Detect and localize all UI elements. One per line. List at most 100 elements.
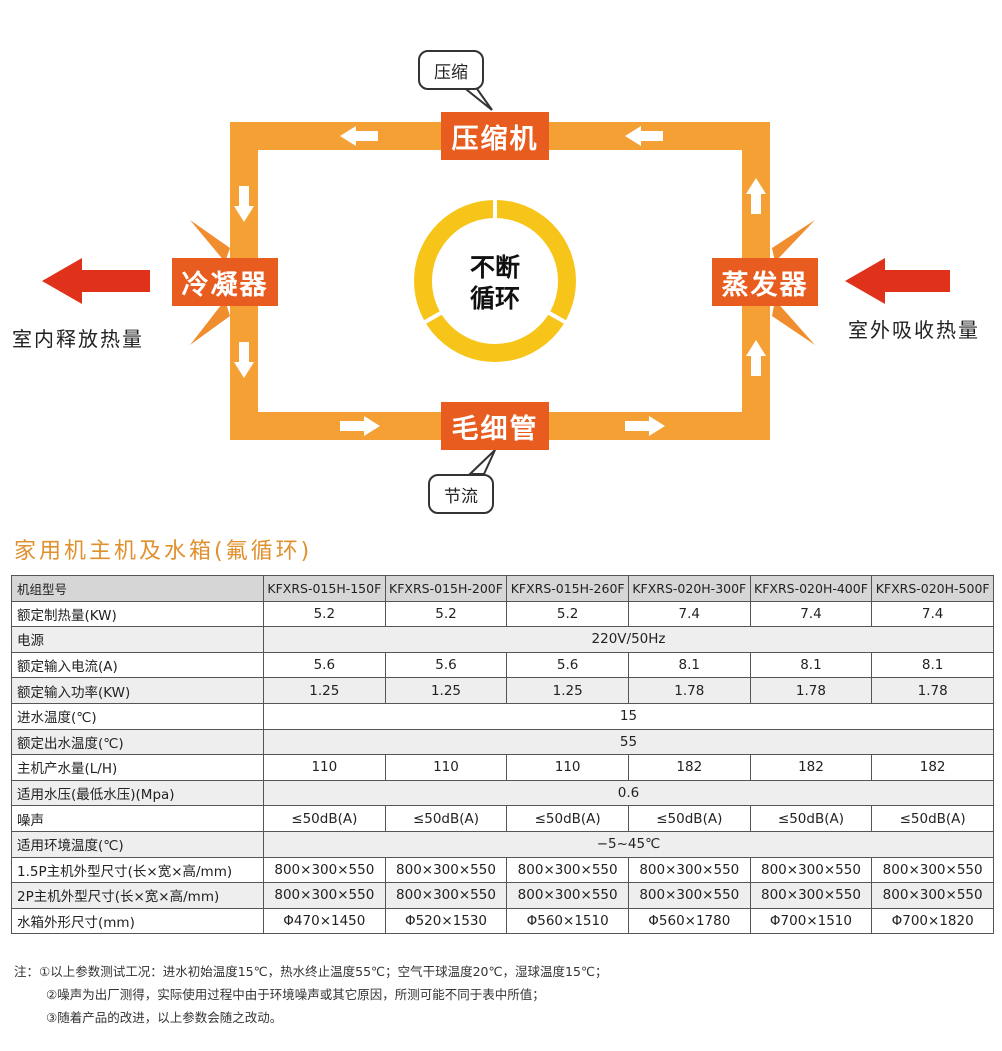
row-value: 800×300×550 [871, 856, 994, 884]
throttling-bubble: 节流 [428, 474, 494, 514]
row-span-value: 220V/50Hz [263, 626, 994, 653]
row-value: ≤50dB(A) [749, 805, 873, 832]
row-value: 182 [749, 754, 873, 781]
flow-arrow-icon [234, 126, 766, 436]
row-value: 5.6 [384, 651, 508, 679]
row-label: 适用水压(最低水压)(Mpa) [11, 779, 264, 807]
center-line-1: 不断 [469, 253, 520, 282]
row-value: 8.1 [749, 651, 873, 679]
row-value: 182 [871, 754, 994, 781]
row-label: 电源 [11, 626, 264, 653]
cycle-center-text: 不断 循环 [455, 252, 535, 314]
row-label: 额定输入电流(A) [11, 651, 264, 679]
table-row: 适用环境温度(℃)−5~45℃ [11, 830, 994, 858]
row-value: 7.4 [749, 600, 873, 628]
row-label: 噪声 [11, 805, 264, 832]
row-label: 适用环境温度(℃) [11, 830, 264, 858]
row-value: 8.1 [627, 651, 751, 679]
heat-release-arrow-icon [42, 258, 150, 304]
header-cell-model: KFXRS-020H-400F [749, 575, 873, 602]
row-value: 800×300×550 [627, 882, 751, 909]
row-span-value: 15 [263, 702, 994, 730]
row-value: 110 [263, 754, 386, 781]
note-2: ②噪声为出厂测得，实际使用过程中由于环境噪声或其它原因，所测可能不同于表中所值； [46, 987, 545, 1002]
table-row: 噪声≤50dB(A)≤50dB(A)≤50dB(A)≤50dB(A)≤50dB(… [11, 805, 994, 832]
row-value: 7.4 [627, 600, 751, 628]
note-3: ③随着产品的改进，以上参数会随之改动。 [46, 1010, 283, 1025]
row-value: 7.4 [871, 600, 994, 628]
row-value: Φ560×1780 [627, 907, 751, 935]
row-value: 110 [506, 754, 629, 781]
header-cell-label: 机组型号 [11, 575, 264, 602]
row-label: 水箱外形尺寸(mm) [11, 907, 264, 935]
ring-gap-marks [424, 198, 566, 324]
header-cell-model: KFXRS-020H-500F [871, 575, 994, 602]
header-cell-model: KFXRS-015H-260F [506, 575, 629, 602]
note-1: 注：①以上参数测试工况：进水初始温度15℃，热水终止温度55℃；空气干球温度20… [14, 964, 608, 979]
header-cell-model: KFXRS-015H-150F [263, 575, 386, 602]
row-value: Φ520×1530 [384, 907, 508, 935]
row-value: 800×300×550 [627, 856, 751, 884]
row-label: 1.5P主机外型尺寸(长×宽×高/mm) [11, 856, 264, 884]
row-value: Φ700×1820 [871, 907, 994, 935]
condenser-fan-icon [190, 220, 230, 345]
row-label: 进水温度(℃) [11, 702, 264, 730]
row-value: 1.25 [263, 677, 386, 704]
row-value: 1.25 [384, 677, 508, 704]
capillary-box: 毛细管 [441, 402, 549, 450]
row-span-value: 55 [263, 728, 994, 756]
row-value: 1.78 [627, 677, 751, 704]
heat-absorb-arrow-icon [845, 258, 950, 304]
row-value: 1.78 [749, 677, 873, 704]
row-value: ≤50dB(A) [871, 805, 994, 832]
compressor-box: 压缩机 [441, 112, 549, 160]
row-value: 110 [384, 754, 508, 781]
row-label: 额定输入功率(KW) [11, 677, 264, 704]
outdoor-heat-absorb-label: 室外吸收热量 [848, 318, 980, 342]
evaporator-box: 蒸发器 [712, 258, 818, 306]
header-cell-model: KFXRS-015H-200F [384, 575, 508, 602]
compression-bubble: 压缩 [418, 50, 484, 90]
row-value: Φ700×1510 [749, 907, 873, 935]
row-value: ≤50dB(A) [506, 805, 629, 832]
row-value: ≤50dB(A) [263, 805, 386, 832]
evaporator-fan-icon [772, 220, 815, 345]
row-label: 主机产水量(L/H) [11, 754, 264, 781]
row-value: 1.25 [506, 677, 629, 704]
row-value: 800×300×550 [871, 882, 994, 909]
row-value: 800×300×550 [506, 882, 629, 909]
row-value: 5.6 [263, 651, 386, 679]
row-value: 182 [627, 754, 751, 781]
row-value: 8.1 [871, 651, 994, 679]
row-value: 800×300×550 [263, 882, 386, 909]
row-value: 5.2 [384, 600, 508, 628]
row-value: 800×300×550 [384, 856, 508, 884]
row-value: ≤50dB(A) [384, 805, 508, 832]
header-cell-model: KFXRS-020H-300F [627, 575, 751, 602]
row-value: ≤50dB(A) [627, 805, 751, 832]
bubble-pointer [467, 449, 496, 475]
table-row: 额定出水温度(℃)55 [11, 728, 994, 756]
row-value: 800×300×550 [749, 856, 873, 884]
section-title: 家用机主机及水箱(氟循环) [14, 539, 313, 564]
row-span-value: −5~45℃ [263, 830, 994, 858]
row-value: 800×300×550 [384, 882, 508, 909]
row-value: 5.6 [506, 651, 629, 679]
row-value: Φ470×1450 [263, 907, 386, 935]
row-label: 额定出水温度(℃) [11, 728, 264, 756]
table-row: 进水温度(℃)15 [11, 702, 994, 730]
table-row: 适用水压(最低水压)(Mpa)0.6 [11, 779, 994, 807]
center-line-2: 循环 [469, 284, 520, 313]
row-span-value: 0.6 [263, 779, 994, 807]
